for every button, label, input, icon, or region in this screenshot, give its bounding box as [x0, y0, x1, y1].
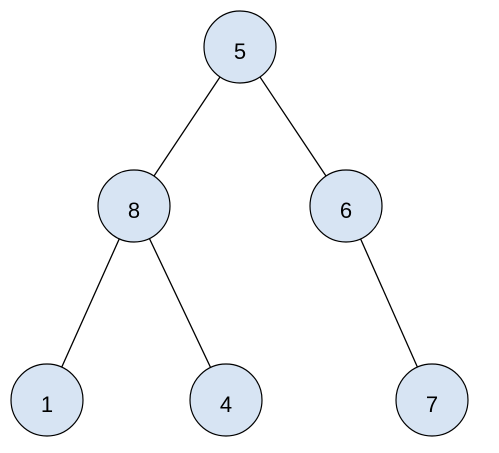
tree-node-4: 4: [189, 363, 263, 437]
nodes-layer: 5 8 6 1 4 7: [10, 10, 469, 437]
node-circle: [189, 363, 263, 437]
node-circle: [203, 10, 277, 84]
node-circle: [309, 169, 383, 243]
node-label: 6: [340, 198, 352, 223]
tree-node-1: 1: [10, 363, 84, 437]
node-circle: [395, 363, 469, 437]
node-label: 5: [234, 39, 246, 64]
node-label: 8: [128, 198, 140, 223]
tree-node-5: 5: [203, 10, 277, 84]
node-circle: [97, 169, 171, 243]
node-circle: [10, 363, 84, 437]
node-label: 1: [41, 392, 53, 417]
tree-node-6: 6: [309, 169, 383, 243]
tree-node-8: 8: [97, 169, 171, 243]
node-label: 4: [220, 392, 232, 417]
node-label: 7: [426, 392, 438, 417]
tree-node-7: 7: [395, 363, 469, 437]
